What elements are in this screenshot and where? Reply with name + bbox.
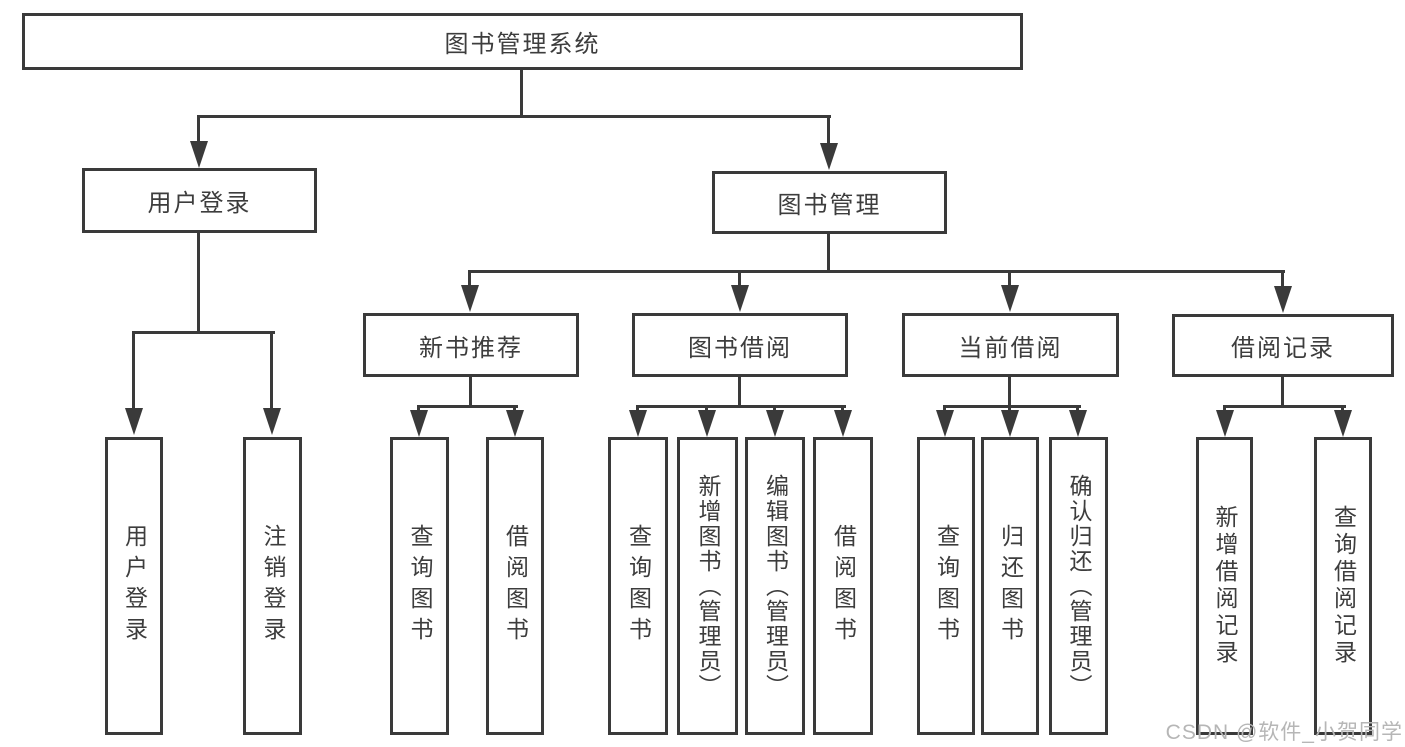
connector-line [132,331,275,334]
leaf-label: 查询图书 [933,524,960,648]
leaf-borrow-books: 借阅图书 [813,437,873,735]
connector-line [636,405,639,412]
arrowhead-icon [936,410,954,437]
connector-line [738,375,741,408]
connector-line [1223,405,1346,408]
arrowhead-icon [1216,410,1234,437]
leaf-query-books-current: 查询图书 [917,437,975,735]
arrowhead-icon [1001,410,1019,437]
connector-line [738,270,741,286]
connector-line [132,331,135,409]
connector-line [1008,375,1011,408]
connector-line [520,68,523,117]
leaf-label: 借阅图书 [830,524,857,648]
leaf-label: 用户登录 [121,524,148,648]
connector-line [197,115,200,143]
arrowhead-icon [461,285,479,312]
connector-line [1341,405,1344,412]
leaf-label: 确认归还（管理员） [1066,473,1092,699]
connector-line [636,405,846,408]
arrowhead-icon [820,143,838,170]
arrowhead-icon [834,410,852,437]
arrowhead-icon [1001,285,1019,312]
node-new-book-recommend: 新书推荐 [363,313,579,377]
watermark-text: CSDN @软件_小贺同学 [1165,721,1403,744]
leaf-label: 新增借阅记录 [1212,505,1238,667]
leaf-label: 新增图书（管理员） [695,473,721,699]
connector-line [197,115,831,118]
connector-line [773,405,776,412]
arrowhead-icon [1274,286,1292,313]
node-book-borrow: 图书借阅 [632,313,848,377]
node-root: 图书管理系统 [22,13,1023,70]
connector-line [943,405,1081,408]
connector-line [1281,270,1284,286]
connector-line [827,115,830,143]
leaf-query-books-borrow: 查询图书 [608,437,668,735]
leaf-label: 借阅图书 [502,524,529,648]
connector-line [1281,375,1284,408]
leaf-label: 编辑图书（管理员） [762,473,789,699]
arrowhead-icon [506,410,524,437]
arrowhead-icon [629,410,647,437]
connector-line [827,232,830,273]
leaf-label: 注销登录 [260,524,286,648]
connector-line [197,232,200,333]
connector-line [468,270,471,286]
connector-line [468,270,1285,273]
leaf-label: 归还图书 [997,524,1024,648]
arrowhead-icon [1069,410,1087,437]
arrowhead-icon [731,285,749,312]
arrowhead-icon [125,408,143,435]
node-book-management: 图书管理 [712,171,947,234]
leaf-add-borrow-record: 新增借阅记录 [1196,437,1253,735]
arrowhead-icon [766,410,784,437]
connector-line [1223,405,1226,412]
connector-line [1076,405,1079,412]
arrowhead-icon [263,408,281,435]
connector-line [417,405,420,412]
leaf-label: 查询图书 [625,524,652,648]
arrowhead-icon [698,410,716,437]
leaf-query-borrow-record: 查询借阅记录 [1314,437,1372,735]
leaf-user-login: 用户登录 [105,437,163,735]
node-borrow-records: 借阅记录 [1172,314,1394,377]
arrowhead-icon [190,141,208,168]
leaf-edit-book-admin: 编辑图书（管理员） [745,437,805,735]
connector-line [943,405,946,412]
connector-line [1008,405,1011,412]
leaf-confirm-return-admin: 确认归还（管理员） [1049,437,1108,735]
connector-line [705,405,708,412]
leaf-query-books-recommend: 查询图书 [390,437,449,735]
connector-line [841,405,844,412]
connector-line [1008,270,1011,286]
arrowhead-icon [410,410,428,437]
arrowhead-icon [1334,410,1352,437]
node-current-borrow: 当前借阅 [902,313,1119,377]
leaf-label: 查询图书 [407,524,433,648]
leaf-return-books: 归还图书 [981,437,1039,735]
connector-line [270,331,273,409]
connector-line [417,405,518,408]
leaf-borrow-books-recommend: 借阅图书 [486,437,544,735]
connector-line [513,405,516,412]
connector-line [469,375,472,408]
node-user-login: 用户登录 [82,168,317,233]
leaf-add-book-admin: 新增图书（管理员） [677,437,738,735]
leaf-label: 查询借阅记录 [1330,505,1357,667]
leaf-logout: 注销登录 [243,437,302,735]
